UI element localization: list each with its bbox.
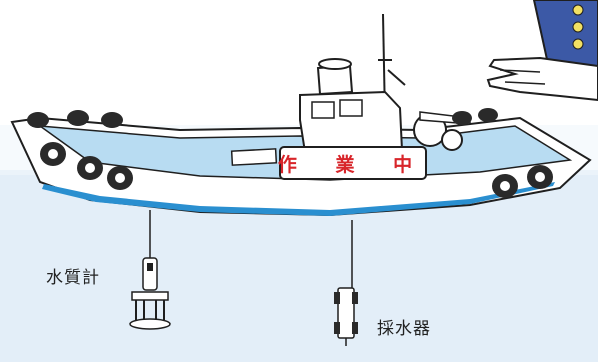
sign-board	[279, 146, 427, 180]
cables	[149, 210, 353, 290]
hull-stripe	[42, 182, 555, 216]
boat-icon	[10, 58, 592, 217]
tire-fender-icon	[27, 108, 498, 128]
water-sampler-icon	[334, 287, 358, 346]
water-quality-meter-label: 水質計	[46, 268, 100, 288]
work-in-progress-sign: 作 業 中	[277, 153, 429, 176]
water-quality-meter-icon	[129, 257, 171, 330]
gloved-hand-icon	[486, 0, 598, 102]
tire-fender-icon	[40, 142, 553, 198]
water-sampler-label: 採水器	[377, 319, 431, 339]
